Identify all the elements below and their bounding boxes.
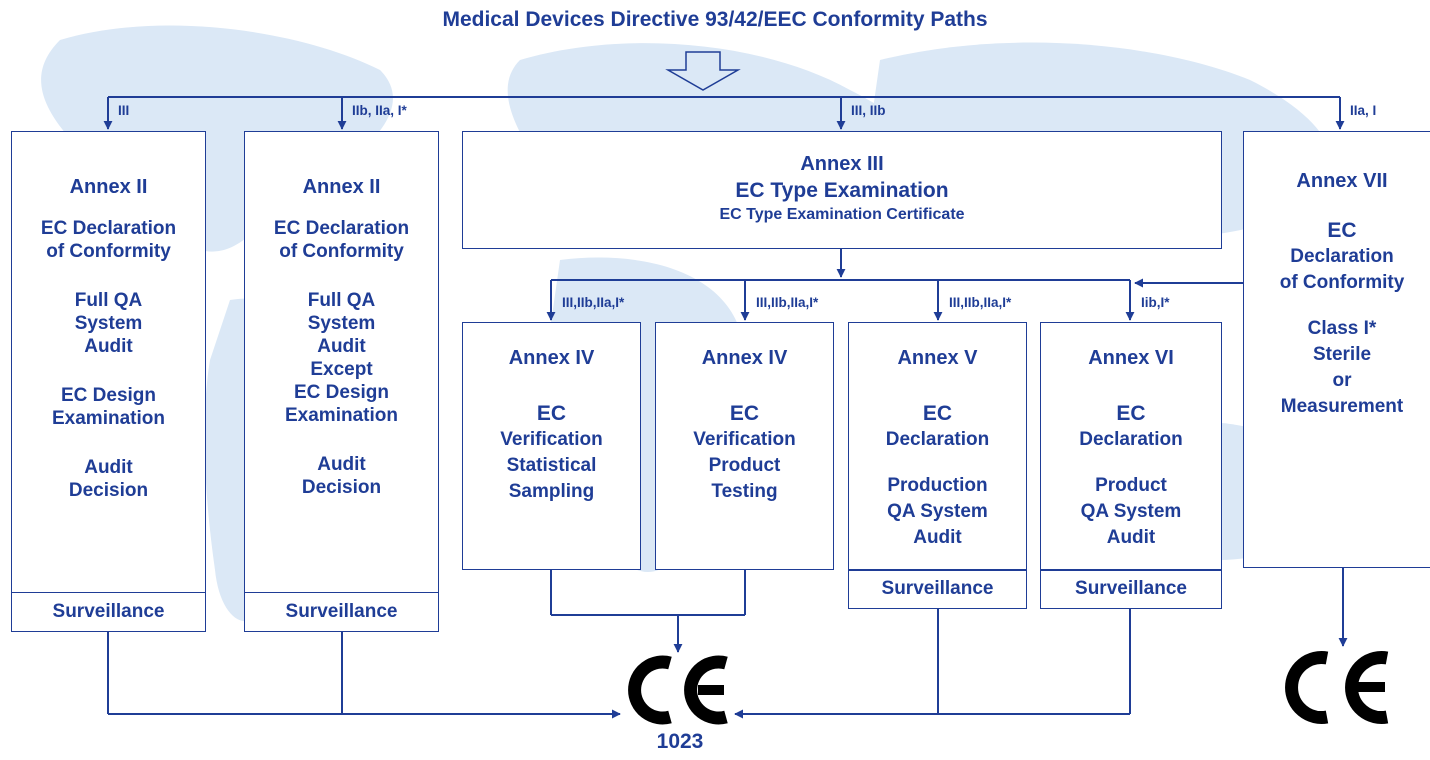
annex-v-box: Annex V EC Declaration Production QA Sys…	[848, 322, 1027, 570]
sub-label-annex-v: III,IIb,IIa,I*	[949, 295, 1012, 310]
annex-iv-product-testing-box: Annex IV EC Verification Product Testing	[655, 322, 834, 570]
notified-body-number: 1023	[656, 730, 704, 753]
annex-heading: Annex VII	[1296, 170, 1388, 192]
annex-heading: Annex V	[897, 347, 978, 369]
annex-iii-box: Annex III EC Type Examination EC Type Ex…	[462, 131, 1222, 249]
annex-heading: Annex II	[302, 176, 381, 198]
branch-label-iia-i: IIa, I	[1350, 103, 1377, 118]
branch-label-iii-iib: III, IIb	[851, 103, 886, 118]
page-title: Medical Devices Directive 93/42/EEC Conf…	[442, 8, 988, 31]
branch-label-iii: III	[118, 103, 130, 118]
ce-mark-icon	[628, 655, 728, 725]
ce-mark-plain-icon	[1285, 651, 1389, 724]
sub-label-annex-vi: Iib,I*	[1141, 295, 1170, 310]
annex-vi-box: Annex VI EC Declaration Product QA Syste…	[1040, 322, 1222, 570]
annex-heading: Annex II	[69, 176, 148, 198]
annex-vi-surveillance: Surveillance	[1040, 570, 1222, 609]
annex-iv-statistical-box: Annex IV EC Verification Statistical Sam…	[462, 322, 641, 570]
surveillance-label: Surveillance	[12, 592, 205, 631]
sub-label-annex-iv-a: III,IIb,IIa,I*	[562, 295, 625, 310]
surveillance-label: Surveillance	[245, 592, 438, 631]
annex-ii-except-design-box: Annex II EC Declaration of Conformity Fu…	[244, 131, 439, 632]
branch-label-iib-iia-i: IIb, IIa, I*	[352, 103, 407, 118]
annex-v-surveillance: Surveillance	[848, 570, 1027, 609]
annex-heading: Annex III	[800, 153, 884, 175]
sub-label-annex-iv-b: III,IIb,IIa,I*	[756, 295, 819, 310]
annex-heading: Annex VI	[1088, 347, 1174, 369]
annex-heading: Annex IV	[508, 347, 595, 369]
annex-vii-box: Annex VII EC Declaration of Conformity C…	[1243, 131, 1430, 568]
annex-ii-full-qa-box: Annex II EC Declaration of Conformity Fu…	[11, 131, 206, 632]
annex-heading: Annex IV	[701, 347, 788, 369]
